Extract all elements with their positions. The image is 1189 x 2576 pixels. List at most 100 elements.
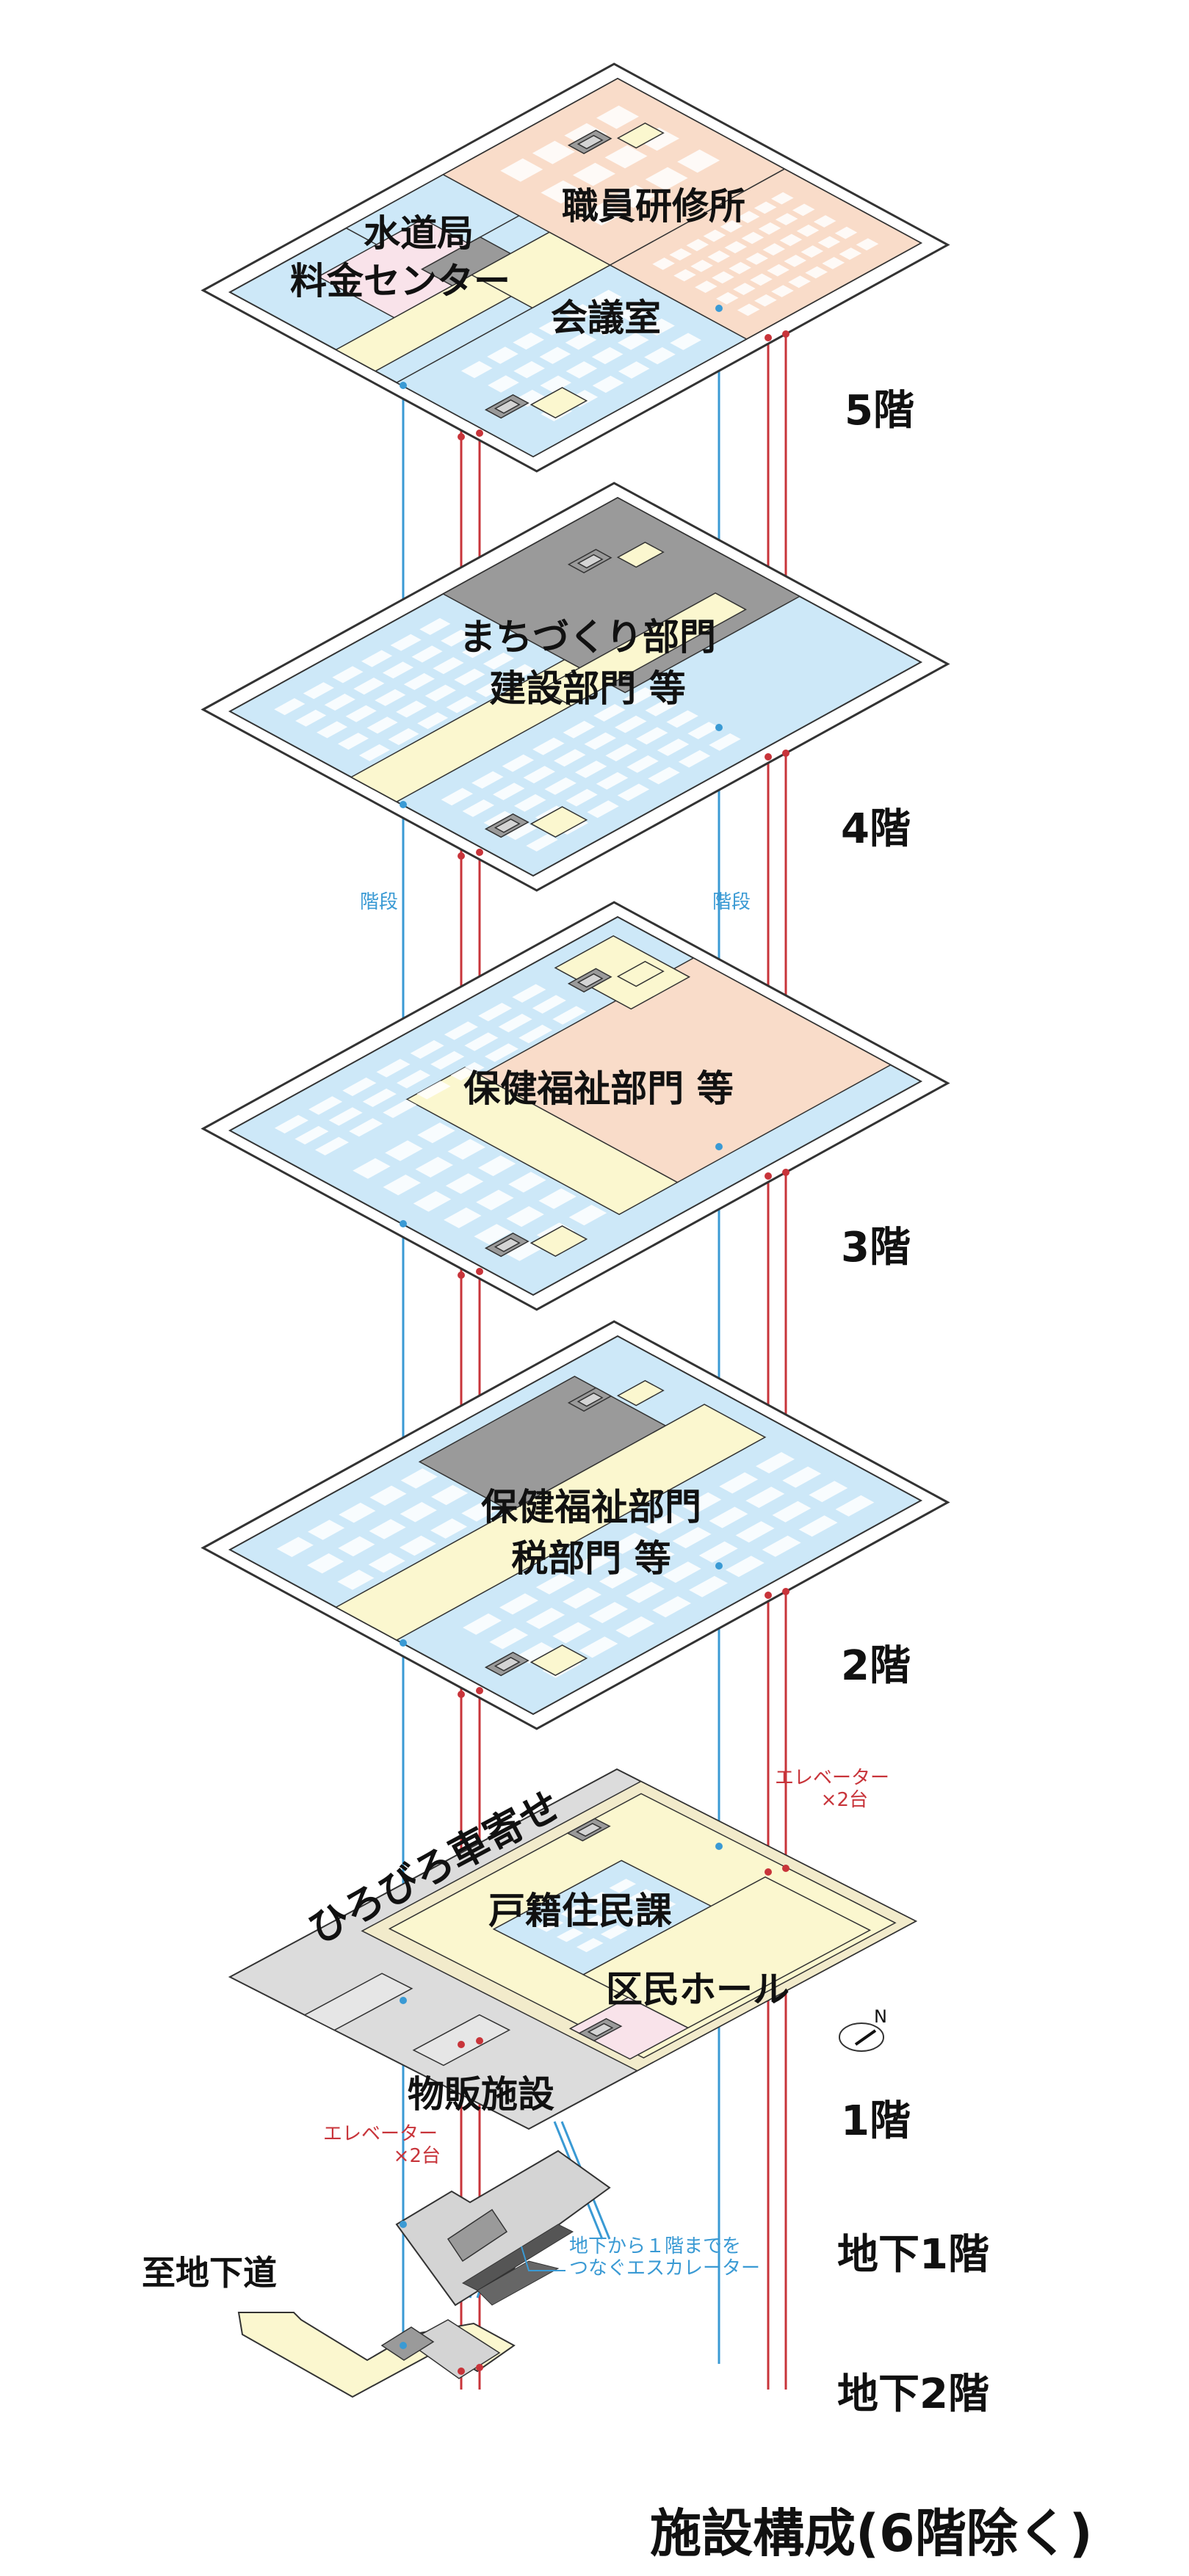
- desk-icon: [526, 1608, 565, 1629]
- desk-icon: [385, 1140, 423, 1161]
- elevator-marker: [458, 1691, 465, 1698]
- elevator-marker: [765, 1172, 772, 1180]
- room-label-health-welfare: 保健福祉部門 等: [463, 1067, 733, 1110]
- floor-label-1f: 1階: [841, 2097, 911, 2145]
- desk-icon: [488, 375, 519, 393]
- desk-icon: [397, 1070, 431, 1089]
- dropoff-lane: [412, 2014, 511, 2067]
- desk-icon: [441, 788, 474, 806]
- desk-icon: [565, 333, 597, 350]
- desk-icon: [817, 236, 841, 249]
- desk-icon: [834, 226, 858, 239]
- desk-icon: [536, 1918, 564, 1932]
- desk-icon: [670, 333, 701, 350]
- stairs-marker: [400, 1639, 407, 1647]
- elevator-marker: [476, 2364, 483, 2371]
- floor-plates: [200, 62, 950, 2398]
- desk-icon: [629, 1889, 657, 1904]
- desk-icon: [587, 800, 619, 819]
- elevator-marker: [782, 330, 789, 338]
- desk-icon: [725, 1556, 765, 1578]
- desk-icon: [652, 257, 675, 270]
- escalator-label-1: 地下から１階までを: [569, 2235, 741, 2257]
- desk-icon: [590, 318, 623, 336]
- desk-icon: [464, 1032, 499, 1051]
- desk-icon: [580, 1915, 608, 1929]
- desk-icon: [579, 1636, 618, 1658]
- desk-icon: [345, 705, 377, 722]
- desk-icon: [565, 788, 598, 807]
- corridor-east: [539, 592, 747, 707]
- desk-icon: [383, 1175, 421, 1196]
- desk-icon: [568, 1205, 607, 1226]
- room-label-water-bureau-2: 料金センター: [290, 260, 510, 302]
- elevator-marker: [476, 429, 483, 437]
- desk-icon: [483, 810, 516, 829]
- desk-icon: [539, 347, 571, 364]
- desk-icon: [576, 1938, 604, 1953]
- desk-icon: [754, 294, 777, 307]
- desk-icon: [454, 668, 485, 686]
- desk-icon: [596, 105, 639, 129]
- desk-icon: [666, 710, 698, 728]
- elevator-marker: [765, 1868, 772, 1876]
- desk-icon: [307, 1553, 344, 1574]
- desk-icon: [618, 361, 650, 379]
- desk-icon: [424, 684, 456, 702]
- labels: 水道局 料金センター 職員研修所 会議室 まちづくり部門 建設部門 等 保健福祉…: [142, 185, 1093, 2564]
- desk-icon: [564, 304, 596, 322]
- desk-icon: [645, 698, 677, 716]
- desk-icon: [419, 617, 451, 635]
- desk-icon: [707, 250, 730, 263]
- desk-icon: [615, 715, 647, 733]
- desk-icon: [489, 1628, 529, 1650]
- desk-icon: [508, 1172, 546, 1193]
- stairs-marker: [400, 801, 407, 808]
- restroom: [530, 1225, 588, 1258]
- elevator-marker: [765, 753, 772, 761]
- elevator-marker: [458, 1271, 465, 1279]
- desk-icon: [450, 1062, 485, 1081]
- desk-icon: [441, 629, 472, 647]
- desk-icon: [338, 1536, 375, 1557]
- stair-core: [494, 819, 521, 833]
- desk-icon: [599, 1567, 638, 1589]
- desk-icon: [784, 255, 806, 267]
- elevator-marker: [476, 1268, 483, 1275]
- escalator-b1: [461, 2224, 574, 2291]
- stairs-label-right: 階段: [712, 891, 751, 913]
- desk-icon: [813, 215, 836, 228]
- desk-icon: [375, 689, 406, 706]
- corridor-north: [554, 935, 691, 1010]
- stair-core: [577, 134, 604, 150]
- desk-icon: [369, 1519, 406, 1539]
- desk-icon: [809, 1481, 848, 1503]
- floor-label-5f: 5階: [845, 387, 914, 435]
- elevator-label-upper-1: エレベーター: [775, 1767, 889, 1789]
- desk-icon: [682, 1492, 722, 1514]
- desk-icon: [410, 1040, 444, 1059]
- desk-icon: [590, 289, 622, 308]
- desk-icon: [383, 1099, 417, 1118]
- desk-icon: [544, 777, 577, 795]
- b2-elevator-hall: [406, 2319, 501, 2379]
- desk-icon: [461, 1501, 499, 1522]
- stairs-marker: [400, 382, 407, 389]
- stair-core: [494, 1238, 521, 1252]
- desk-icon: [724, 241, 748, 254]
- desk-icon: [504, 664, 535, 681]
- desk-icon: [339, 1502, 376, 1523]
- desk-icon: [720, 220, 743, 233]
- restroom: [616, 1379, 665, 1407]
- desk-icon: [635, 1547, 675, 1569]
- desk-icon: [648, 766, 680, 785]
- desk-icon: [308, 1520, 345, 1540]
- desk-icon: [673, 269, 696, 282]
- elevator-marker: [782, 1588, 789, 1595]
- desk-icon: [471, 771, 504, 789]
- elevator-marker: [458, 433, 465, 440]
- desk-icon: [750, 273, 773, 286]
- restroom: [616, 960, 665, 987]
- desk-icon: [512, 984, 546, 1003]
- desk-icon: [605, 744, 637, 762]
